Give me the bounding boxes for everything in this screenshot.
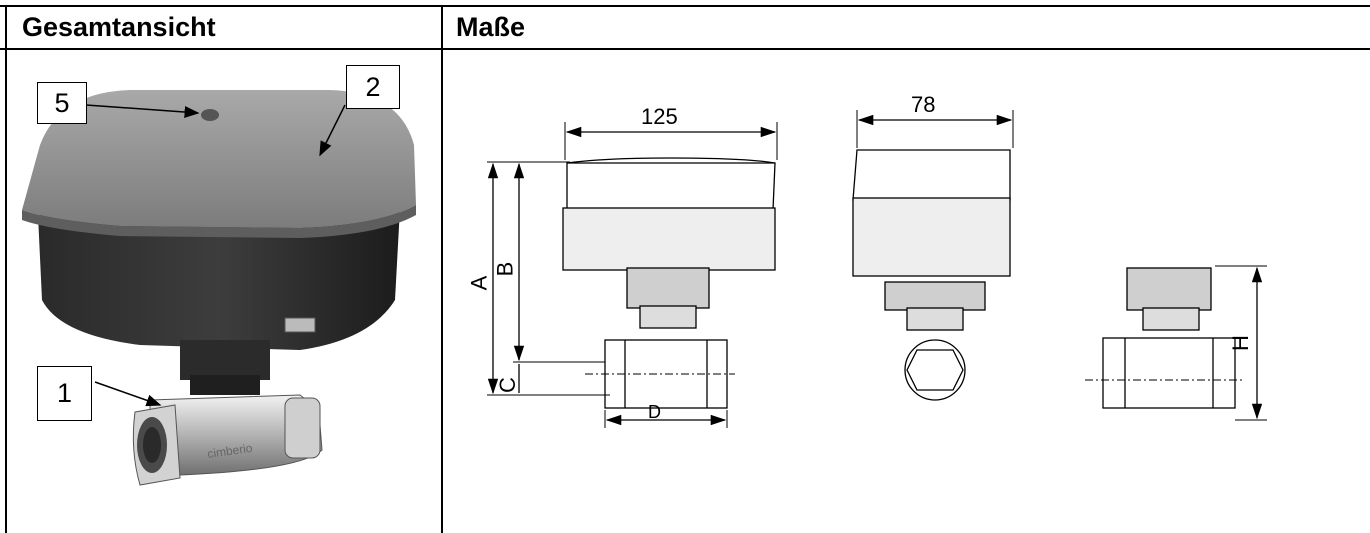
callout-label-5: 5 (37, 82, 87, 124)
dimension-label-h: H (1227, 335, 1253, 351)
dimension-label-a: A (466, 275, 492, 291)
callout-2-arrow (319, 104, 346, 157)
table-header-divider (0, 48, 1370, 50)
valve-brand-marking: cimberio (206, 441, 253, 461)
actuator-valve-illustration: cimberio (22, 90, 416, 486)
valve-view (1102, 267, 1236, 409)
dimension-label-125: 125 (641, 104, 678, 129)
callout-label-2: 2 (346, 65, 400, 109)
dimension-drawing (487, 110, 1267, 428)
table-column-divider (441, 5, 443, 533)
dimension-label-d: D (648, 402, 661, 422)
callout-1-arrow (94, 381, 162, 407)
dimension-label-b: B (492, 261, 518, 277)
side-view (852, 149, 1011, 401)
table-top-border (0, 5, 1370, 7)
callout-label-1: 1 (37, 366, 92, 421)
dimension-label-c: C (494, 377, 520, 393)
column-header-overview: Gesamtansicht (22, 12, 216, 42)
callout-5-arrow (85, 104, 200, 119)
dimension-label-78: 78 (911, 92, 936, 117)
front-view (562, 157, 776, 409)
table-left-border (5, 5, 7, 533)
column-header-dimensions: Maße (456, 12, 526, 42)
callout-arrows (85, 104, 346, 407)
